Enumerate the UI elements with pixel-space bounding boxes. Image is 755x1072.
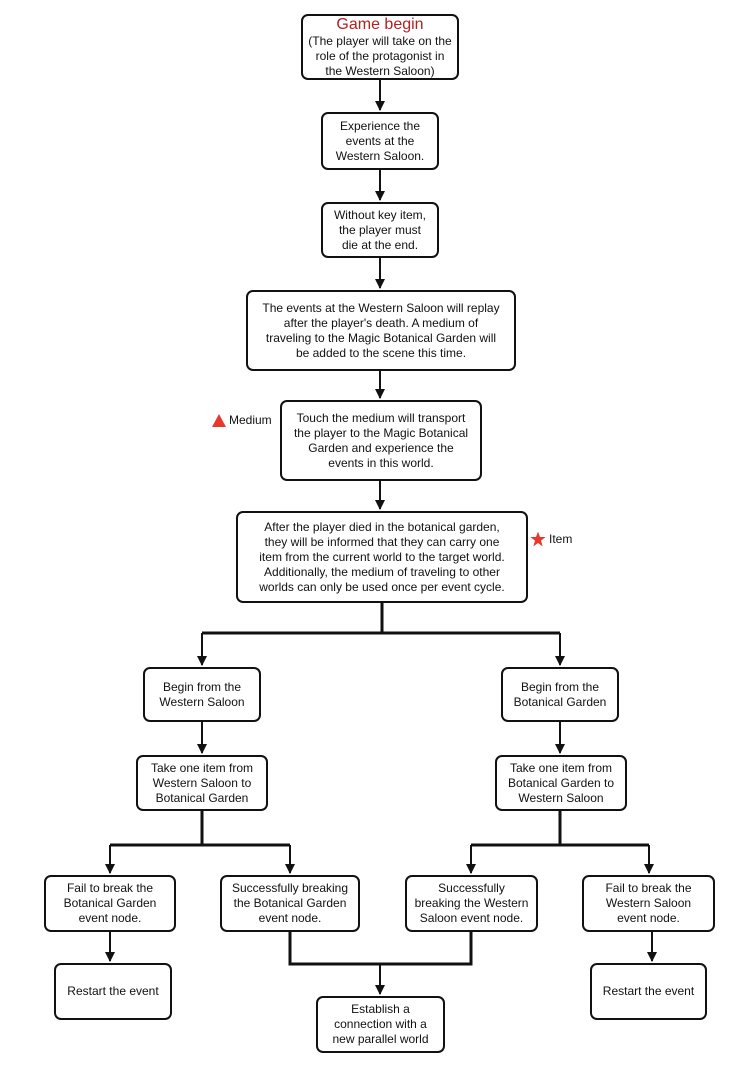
legend-medium: Medium — [212, 413, 272, 427]
legend-item-label: Item — [549, 532, 573, 546]
node-success-garden: Successfully breaking the Botanical Gard… — [220, 875, 360, 932]
node-after-died-garden: After the player died in the botanical g… — [236, 511, 528, 603]
star-icon — [530, 531, 546, 547]
legend-medium-label: Medium — [229, 413, 272, 427]
legend-item: Item — [530, 531, 572, 547]
edge-after-to-branches — [202, 603, 560, 635]
node-game-begin-title: Game begin — [336, 16, 424, 33]
node-restart-left: Restart the event — [54, 963, 172, 1020]
node-touch-medium: Touch the medium will transport the play… — [280, 400, 482, 481]
edge-success-merge — [288, 932, 473, 966]
edge-take-garden-split — [471, 811, 649, 847]
triangle-icon — [212, 413, 226, 427]
node-events-replay: The events at the Western Saloon will re… — [246, 290, 516, 371]
node-game-begin: Game begin (The player will take on the … — [301, 14, 459, 80]
node-fail-saloon: Fail to break the Western Saloon event n… — [582, 875, 715, 932]
node-begin-garden: Begin from the Botanical Garden — [501, 667, 619, 722]
node-take-item-saloon: Take one item from Western Saloon to Bot… — [136, 755, 268, 811]
node-parallel-world: Establish a connection with a new parall… — [316, 996, 445, 1053]
node-without-key-item: Without key item, the player must die at… — [321, 202, 439, 258]
node-restart-right: Restart the event — [590, 963, 707, 1020]
node-success-saloon: Successfully breaking the Western Saloon… — [405, 875, 538, 932]
node-fail-garden: Fail to break the Botanical Garden event… — [44, 875, 176, 932]
edge-take-saloon-split — [110, 811, 290, 847]
node-experience-saloon: Experience the events at the Western Sal… — [321, 112, 439, 170]
node-begin-saloon: Begin from the Western Saloon — [143, 667, 261, 722]
node-take-item-garden: Take one item from Botanical Garden to W… — [495, 755, 627, 811]
